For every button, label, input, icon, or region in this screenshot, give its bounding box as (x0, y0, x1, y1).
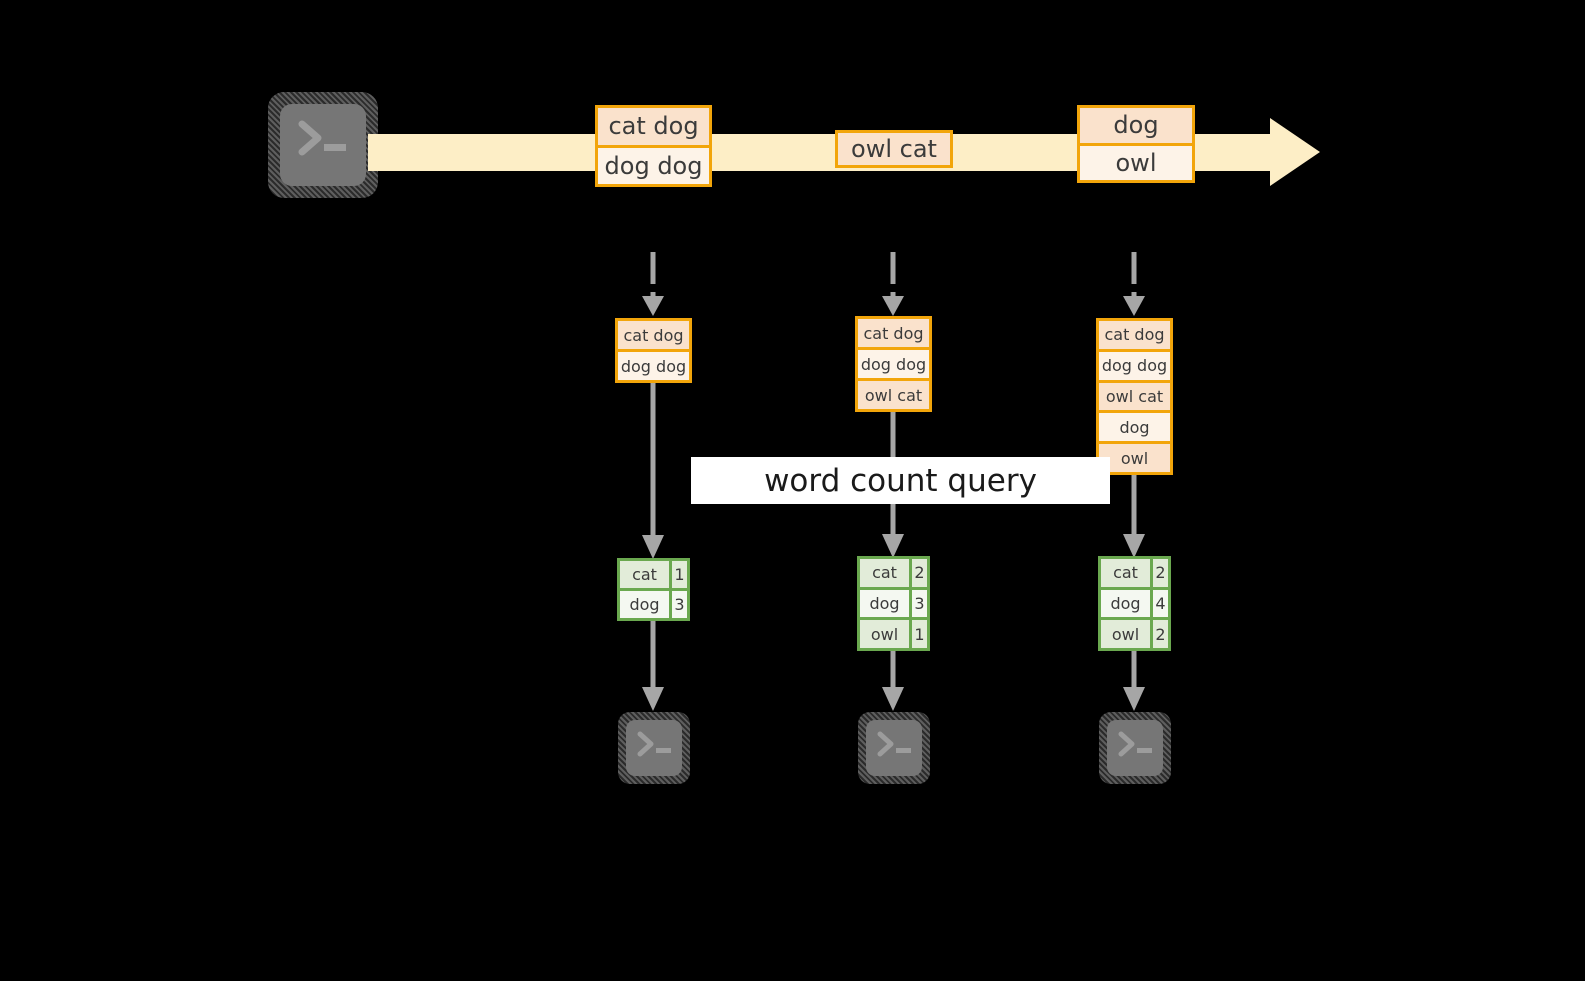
snapshot-2-count-1: 2 (914, 563, 925, 583)
stream-message-3[interactable]: dog owl (1077, 105, 1195, 183)
snapshot-2-accumulated-row-2: dog dog (858, 347, 929, 378)
snapshot-2-word-1: cat (860, 559, 912, 587)
snapshot-3-consumer-terminal-icon (1099, 712, 1171, 784)
snapshot-2-accumulated-messages[interactable]: cat dog dog dog owl cat (855, 316, 932, 412)
snapshot-1-count-1: 1 (674, 565, 685, 584)
table-row: dog 3 (860, 586, 927, 618)
snapshot-1-accumulated-row-1: cat dog (618, 321, 689, 349)
snapshot-3-accumulated-row-5: owl (1099, 441, 1170, 472)
snapshot-3-count-3: 2 (1155, 624, 1166, 644)
snapshot-3-output-arrow (1119, 651, 1149, 713)
table-row: dog 4 (1101, 586, 1168, 618)
snapshot-2-count-2: 3 (914, 594, 925, 613)
snapshot-3-accumulated-row-3: owl cat (1099, 379, 1170, 411)
terminal-prompt-glyph (1118, 731, 1152, 757)
stream-message-3-line-2: owl (1080, 142, 1192, 180)
snapshot-2-word-3: owl (860, 620, 912, 649)
snapshot-1-word-1: cat (620, 561, 672, 588)
terminal-prompt-glyph (298, 120, 346, 156)
stream-message-3-line-1: dog (1080, 108, 1192, 143)
snapshot-2-count-3: 1 (914, 624, 925, 644)
snapshot-1-accumulated-row-2: dog dog (618, 349, 689, 380)
snapshot-1-count-2: 3 (674, 595, 685, 614)
table-row: cat 2 (860, 559, 927, 587)
snapshot-2-accumulated-row-3: owl cat (858, 378, 929, 409)
stream-message-1-line-1: cat dog (598, 108, 709, 145)
stream-message-1-line-2: dog dog (598, 144, 709, 184)
snapshot-3-count-2: 4 (1155, 594, 1166, 613)
stream-arrow-head (1270, 118, 1320, 186)
stream-message-2[interactable]: owl cat (835, 130, 953, 168)
query-label-banner: word count query (691, 457, 1110, 504)
snapshot-3-word-3: owl (1101, 620, 1153, 649)
terminal-prompt-glyph (877, 731, 911, 757)
snapshot-2-accumulated-row-1: cat dog (858, 319, 929, 347)
snapshot-1-word-2: dog (620, 591, 672, 618)
terminal-screen (1107, 720, 1163, 776)
snapshot-3-accumulated-messages[interactable]: cat dog dog dog owl cat dog owl (1096, 318, 1173, 475)
snapshot-3-query-arrow (1119, 475, 1149, 560)
snapshot-3-tap-arrow (1114, 252, 1154, 320)
terminal-screen (866, 720, 922, 776)
snapshot-1-output-arrow (638, 621, 668, 713)
snapshot-1-tap-arrow (633, 252, 673, 320)
table-row: owl 2 (1101, 617, 1168, 649)
terminal-screen (280, 104, 366, 186)
snapshot-3-count-1: 2 (1155, 563, 1166, 583)
table-row: cat 1 (620, 561, 687, 588)
snapshot-3-result-table[interactable]: cat 2 dog 4 owl 2 (1098, 556, 1171, 651)
table-row: owl 1 (860, 617, 927, 649)
snapshot-1-query-arrow (638, 383, 668, 561)
snapshot-3-accumulated-row-4: dog (1099, 410, 1170, 442)
table-row: cat 2 (1101, 559, 1168, 587)
terminal-screen (626, 720, 682, 776)
table-row: dog 3 (620, 588, 687, 618)
snapshot-1-accumulated-messages[interactable]: cat dog dog dog (615, 318, 692, 383)
snapshot-1-result-table[interactable]: cat 1 dog 3 (617, 558, 690, 621)
stream-message-2-line-1: owl cat (838, 133, 950, 165)
snapshot-2-output-arrow (878, 651, 908, 713)
snapshot-2-result-table[interactable]: cat 2 dog 3 owl 1 (857, 556, 930, 651)
stream-message-1[interactable]: cat dog dog dog (595, 105, 712, 187)
snapshot-3-accumulated-row-1: cat dog (1099, 321, 1170, 349)
terminal-prompt-glyph (637, 731, 671, 757)
snapshot-3-word-1: cat (1101, 559, 1153, 587)
snapshot-2-word-2: dog (860, 589, 912, 618)
producer-terminal-icon (268, 92, 378, 198)
snapshot-2-tap-arrow (873, 252, 913, 320)
query-label-text: word count query (764, 462, 1037, 499)
snapshot-3-accumulated-row-2: dog dog (1099, 348, 1170, 380)
snapshot-3-word-2: dog (1101, 589, 1153, 618)
snapshot-2-consumer-terminal-icon (858, 712, 930, 784)
snapshot-1-consumer-terminal-icon (618, 712, 690, 784)
